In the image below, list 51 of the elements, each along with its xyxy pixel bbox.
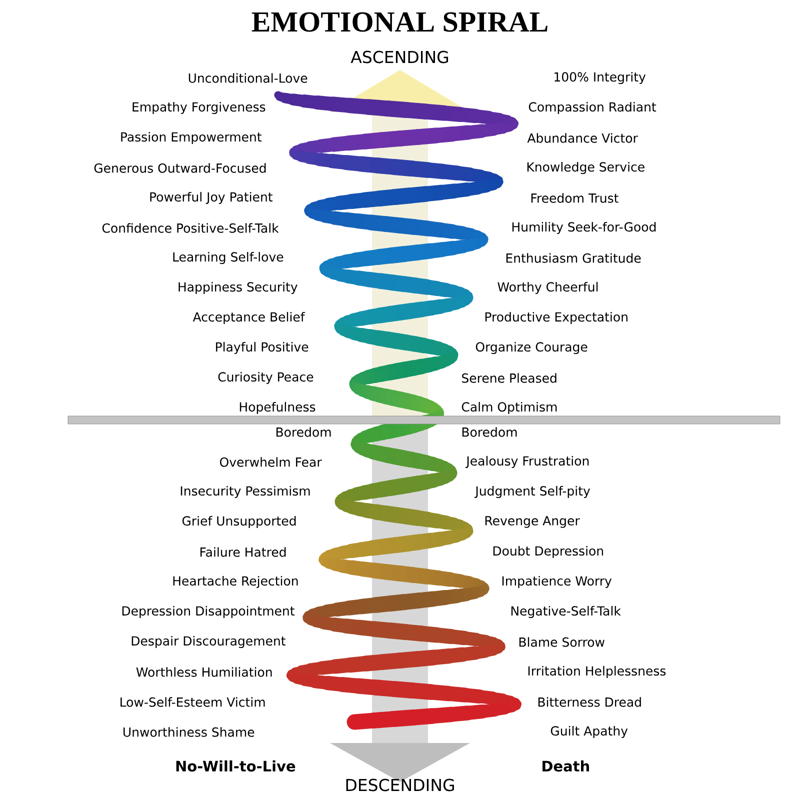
emotion-label: Organize Courage bbox=[476, 342, 588, 354]
emotion-label: Serene Pleased bbox=[462, 373, 556, 383]
emotion-label: Knowledge Service bbox=[527, 162, 644, 174]
emotion-label: Hopefulness bbox=[240, 402, 316, 414]
emotion-label: Low-Self-Esteem Victim bbox=[120, 697, 265, 707]
emotion-label: Freedom Trust bbox=[531, 193, 618, 203]
emotion-label: Failure Hatred bbox=[200, 547, 286, 557]
emotion-label: Compassion Radiant bbox=[528, 102, 656, 114]
emotion-label: Powerful Joy Patient bbox=[150, 192, 273, 204]
emotion-label: Blame Sorrow bbox=[519, 637, 604, 647]
emotion-label: Heartache Rejection bbox=[173, 576, 298, 588]
emotion-label: Learning Self-love bbox=[173, 252, 284, 264]
emotion-label: Unconditional-Love bbox=[188, 73, 308, 83]
emotion-label: Boredom bbox=[462, 427, 517, 437]
direction-label: ASCENDING bbox=[350, 50, 448, 64]
emotion-label: Abundance Victor bbox=[527, 133, 638, 143]
emotion-label: Impatience Worry bbox=[502, 576, 612, 588]
emotion-label: Death bbox=[542, 760, 589, 772]
emotion-label: Overwhelm Fear bbox=[220, 457, 322, 467]
direction-label: DESCENDING bbox=[346, 778, 454, 792]
emotion-label: Curiosity Peace bbox=[218, 372, 314, 384]
emotion-label: Despair Discouragement bbox=[132, 636, 286, 648]
emotion-label: Jealousy Frustration bbox=[466, 456, 589, 468]
emotion-label: Acceptance Belief bbox=[192, 312, 306, 324]
emotion-label: Empathy Forgiveness bbox=[132, 102, 266, 114]
emotion-label: Humility Seek-for-Good bbox=[512, 222, 656, 234]
emotion-label: Productive Expectation bbox=[485, 312, 628, 324]
emotion-label: Confidence Positive-Self-Talk bbox=[102, 223, 279, 233]
emotion-label: Insecurity Pessimism bbox=[180, 486, 310, 498]
emotion-label: Bitterness Dread bbox=[538, 697, 641, 707]
emotion-label: Generous Outward-Focused bbox=[94, 163, 266, 173]
emotion-label: Calm Optimism bbox=[462, 402, 557, 414]
emotion-label: Guilt Apathy bbox=[550, 726, 628, 738]
emotion-label: Grief Unsupported bbox=[182, 516, 296, 528]
emotion-label: No-Will-to-Live bbox=[176, 760, 296, 772]
emotion-label: Unworthiness Shame bbox=[124, 727, 254, 737]
emotion-label: Worthless Humiliation bbox=[136, 667, 272, 677]
emotion-label: Revenge Anger bbox=[485, 516, 580, 528]
emotion-label: Playful Positive bbox=[216, 342, 308, 354]
emotion-label: Enthusiasm Gratitude bbox=[506, 253, 641, 263]
emotion-label: Happiness Security bbox=[178, 282, 298, 294]
emotion-label: Irritation Helplessness bbox=[528, 666, 666, 678]
emotion-label: Negative-Self-Talk bbox=[511, 606, 621, 618]
emotion-label: Judgment Self-pity bbox=[474, 486, 590, 498]
emotion-label: Depression Disappointment bbox=[122, 606, 294, 618]
emotion-label: Worthy Cheerful bbox=[498, 282, 598, 294]
emotion-label: 100% Integrity bbox=[554, 72, 646, 84]
emotion-label: Doubt Depression bbox=[493, 546, 603, 558]
emotion-label: Passion Empowerment bbox=[121, 132, 262, 144]
emotion-label: Boredom bbox=[276, 427, 331, 437]
title: EMOTIONAL SPIRAL bbox=[252, 12, 548, 32]
